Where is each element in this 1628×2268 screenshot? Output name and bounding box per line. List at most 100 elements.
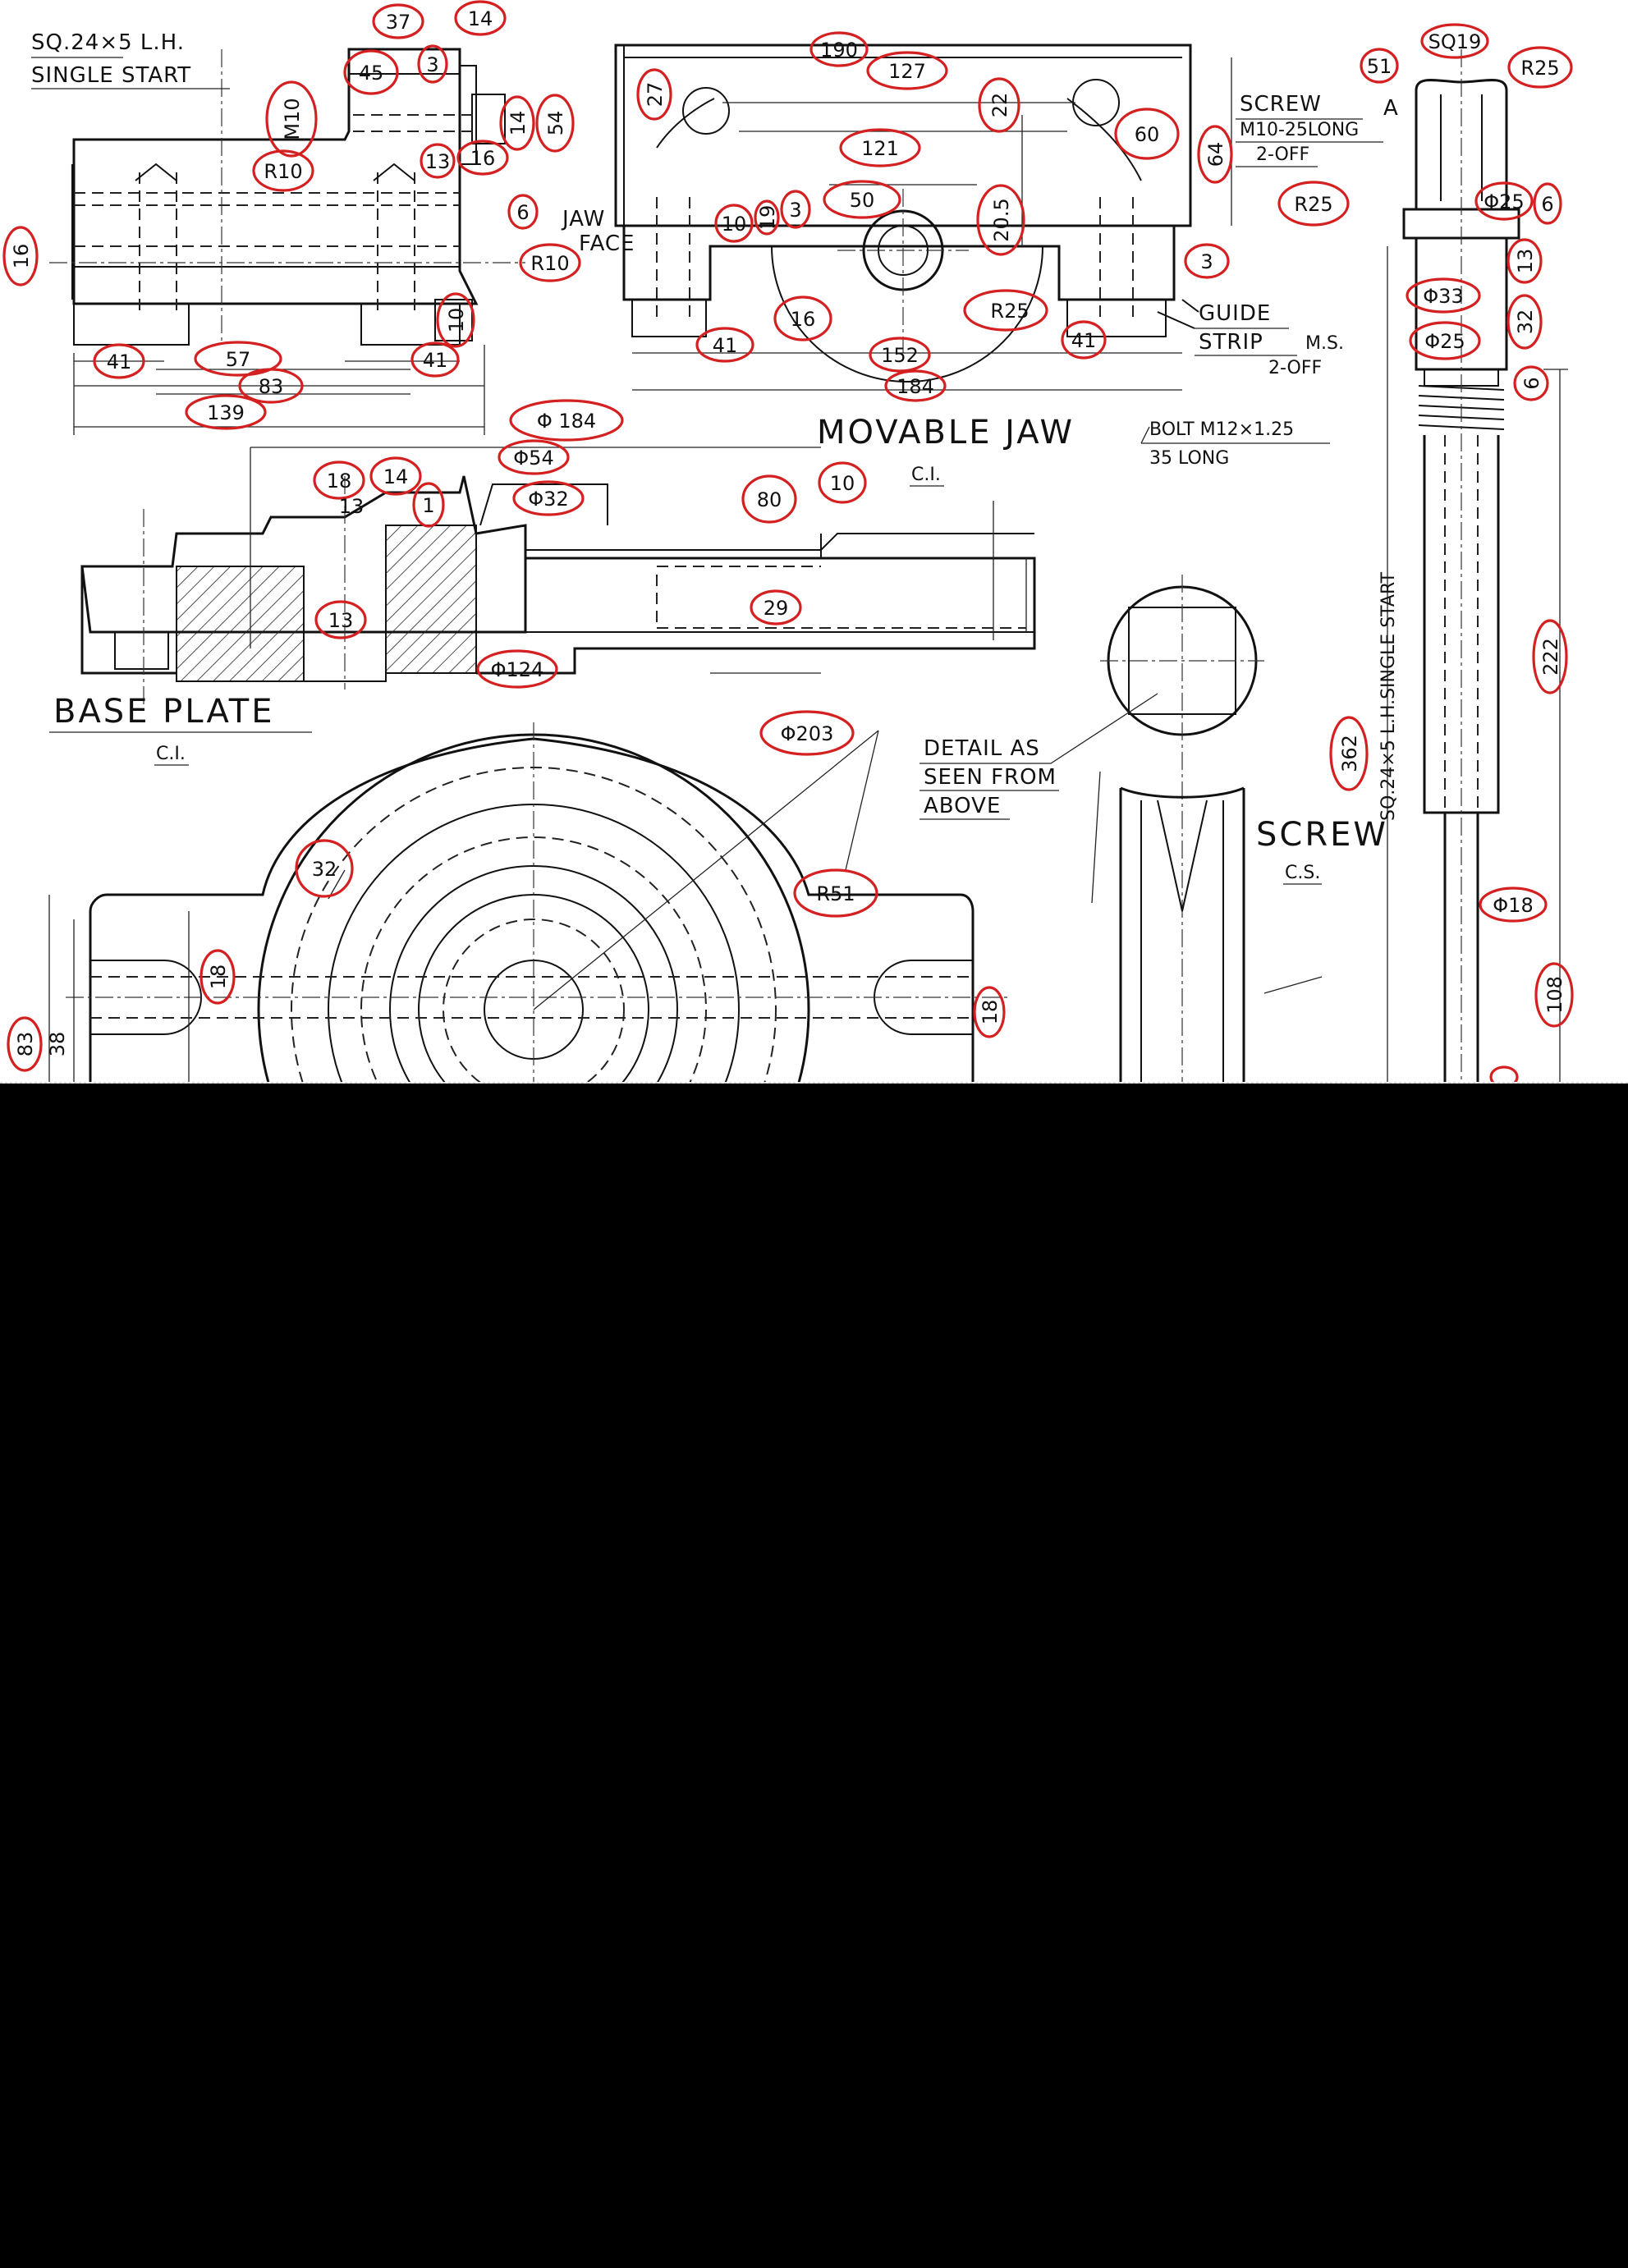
screw-a-mark: A — [1383, 96, 1399, 121]
svg-text:M10: M10 — [281, 98, 304, 140]
dim-83-b: 83 — [7, 1016, 43, 1072]
svg-text:57: 57 — [226, 348, 251, 371]
svg-text:SQ19: SQ19 — [1429, 30, 1482, 53]
svg-text:3: 3 — [789, 199, 801, 222]
svg-text:Φ203: Φ203 — [781, 722, 834, 745]
dim-phi124: Φ124 — [476, 649, 558, 689]
screw-top-detail — [1091, 575, 1323, 1084]
svg-text:41: 41 — [107, 351, 132, 373]
svg-text:41: 41 — [713, 334, 738, 357]
dim-r25-side: R25 — [1277, 181, 1350, 227]
movable-jaw-view — [614, 44, 1232, 391]
svg-text:Φ 184: Φ 184 — [537, 410, 596, 433]
dim-222: 222 — [1532, 619, 1568, 694]
svg-text:Φ18: Φ18 — [1493, 894, 1533, 917]
svg-text:1: 1 — [422, 494, 434, 517]
svg-text:16: 16 — [470, 147, 496, 170]
dim-13-c: 13 — [339, 495, 365, 518]
guide-strip-label-1: GUIDE — [1199, 301, 1271, 326]
svg-text:184: 184 — [897, 375, 934, 398]
svg-text:R25: R25 — [1520, 57, 1559, 80]
svg-text:13: 13 — [425, 150, 451, 173]
svg-text:R10: R10 — [264, 160, 302, 183]
guide-strip-qty: 2-OFF — [1268, 358, 1322, 378]
dim-6-c: 6 — [1513, 365, 1549, 401]
svg-text:108: 108 — [1543, 976, 1566, 1014]
sheet-edge — [0, 1082, 1628, 1084]
svg-text:51: 51 — [1367, 55, 1392, 78]
dim-r25: R25 — [963, 289, 1048, 332]
screw-view — [1387, 49, 1568, 1084]
svg-text:R10: R10 — [530, 252, 569, 275]
detail-note-line-3: ABOVE — [924, 794, 1001, 818]
dim-22: 22 — [978, 77, 1020, 133]
bolt-note-line-2: 35 LONG — [1149, 448, 1229, 469]
dim-r51: R51 — [793, 868, 878, 918]
title-base-plate: BASE PLATE — [53, 693, 274, 731]
title-movable-jaw: MOVABLE JAW — [817, 414, 1075, 451]
svg-text:64: 64 — [1204, 142, 1227, 167]
dim-29: 29 — [750, 589, 802, 625]
dim-phi33: Φ33 — [1406, 277, 1481, 314]
dim-121: 121 — [839, 128, 921, 167]
dim-14-vertical: 14 — [499, 95, 535, 151]
svg-text:Φ25: Φ25 — [1424, 330, 1465, 353]
svg-text:3: 3 — [1200, 250, 1213, 273]
svg-text:16: 16 — [10, 244, 33, 269]
svg-text:Φ25: Φ25 — [1484, 190, 1524, 213]
dim-16-left: 16 — [2, 226, 39, 286]
bolt-note-line-1: BOLT M12×1.25 — [1149, 419, 1294, 440]
svg-text:22: 22 — [988, 93, 1011, 118]
dim-127: 127 — [866, 51, 948, 90]
dim-r25-top: R25 — [1507, 46, 1573, 89]
dim-41-c: 41 — [695, 327, 754, 363]
svg-text:127: 127 — [888, 60, 926, 83]
screw-a-label: SCREW — [1240, 92, 1322, 117]
svg-text:45: 45 — [359, 62, 384, 85]
dim-3: 3 — [417, 44, 448, 84]
dim-phi32: Φ32 — [512, 480, 585, 516]
dim-50: 50 — [823, 180, 901, 219]
svg-text:10: 10 — [722, 213, 747, 236]
svg-text:Φ54: Φ54 — [513, 447, 553, 470]
dim-6: 6 — [507, 194, 539, 230]
detail-note-line-1: DETAIL AS — [924, 736, 1040, 761]
dim-14-c: 14 — [369, 456, 422, 496]
dim-51: 51 — [1360, 48, 1399, 84]
dim-phi18: Φ18 — [1479, 887, 1548, 923]
dim-14: 14 — [454, 0, 507, 36]
svg-text:83: 83 — [14, 1032, 37, 1057]
dim-6-b: 6 — [1533, 182, 1562, 225]
thread-note-line-2: SINGLE START — [31, 63, 191, 88]
dim-m10: M10 — [265, 80, 318, 158]
dim-phi203: Φ203 — [759, 710, 855, 756]
svg-text:R51: R51 — [816, 882, 855, 905]
svg-text:6: 6 — [1520, 377, 1543, 389]
dim-38: 38 — [46, 1032, 69, 1057]
title-screw: SCREW — [1256, 816, 1388, 854]
dim-13: 13 — [420, 143, 456, 179]
dim-18-b: 18 — [199, 949, 236, 1005]
svg-text:Φ33: Φ33 — [1423, 285, 1463, 308]
svg-text:41: 41 — [423, 349, 448, 372]
dim-32: 32 — [1506, 294, 1543, 350]
svg-text:18: 18 — [207, 964, 230, 990]
dim-54: 54 — [535, 94, 575, 153]
svg-text:Φ32: Φ32 — [528, 488, 568, 511]
svg-text:18: 18 — [327, 470, 352, 493]
dim-10-b: 10 — [714, 204, 754, 243]
jaw-side-view — [49, 48, 525, 435]
svg-text:37: 37 — [386, 11, 411, 34]
dim-80: 80 — [741, 474, 797, 524]
svg-text:6: 6 — [1541, 193, 1553, 216]
dim-45: 45 — [343, 49, 399, 95]
partial-callout — [1489, 1065, 1519, 1084]
dim-57: 57 — [194, 341, 282, 377]
dim-27: 27 — [636, 68, 672, 121]
svg-text:18: 18 — [979, 1000, 1002, 1025]
dim-152: 152 — [869, 337, 931, 373]
svg-text:121: 121 — [861, 137, 899, 160]
thread-note-line-1: SQ.24×5 L.H. — [31, 30, 185, 55]
drawing-sheet: SQ.24×5 L.H. SINGLE START JAW FACE SCREW… — [0, 0, 1628, 1084]
svg-text:190: 190 — [820, 39, 858, 62]
